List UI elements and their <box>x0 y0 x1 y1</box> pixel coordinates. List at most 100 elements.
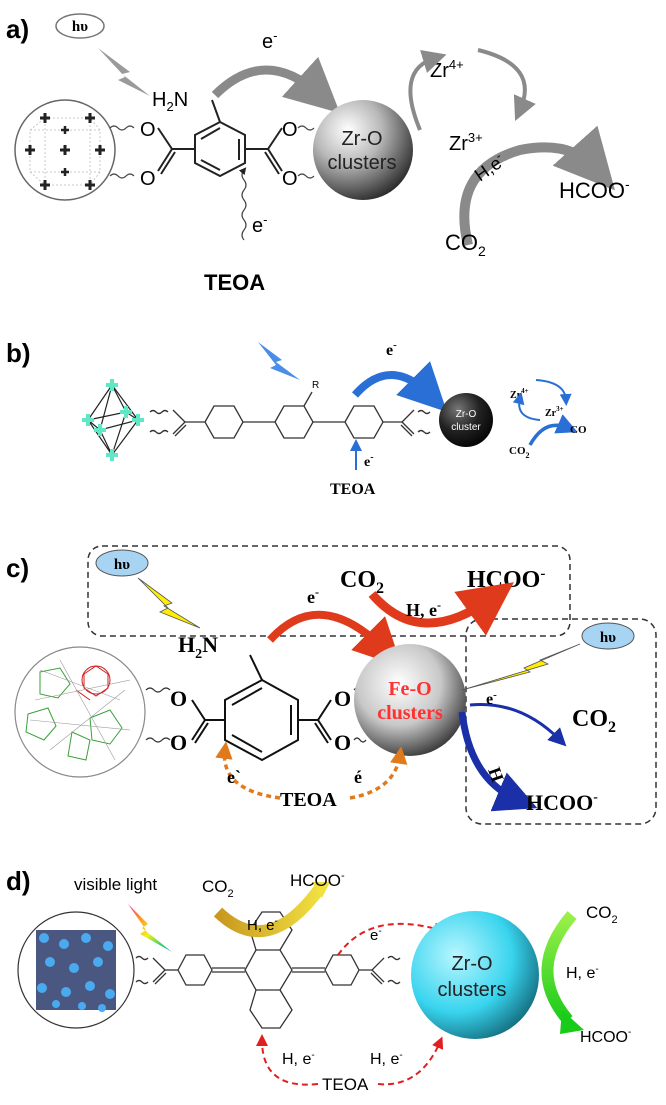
electron-transfer-arrow <box>351 361 447 412</box>
lightning-bolt-icon <box>461 643 581 691</box>
electron-transfer-arrow <box>211 56 340 114</box>
h-e-label: H, e- <box>247 916 278 934</box>
co2-right-label: CO2 <box>586 903 618 926</box>
electron-transfer-arrow <box>469 702 567 747</box>
cluster-label-1: Zr-O <box>341 128 382 150</box>
amine-label: H2N <box>178 632 218 662</box>
lightning-bolt-icon <box>128 904 172 952</box>
zr3-label: Zr3+ <box>545 405 564 419</box>
electron-label: e- <box>364 452 374 470</box>
carboxyl-o: O <box>282 119 298 141</box>
zr-o-cluster-sphere <box>313 100 413 200</box>
cluster-label-1: Zr-O <box>451 953 492 975</box>
aminoterephthalate-molecule <box>191 654 332 762</box>
electron-label: e- <box>252 212 267 237</box>
mof-framework-icon <box>14 646 146 778</box>
carboxyl-o: O <box>140 119 156 141</box>
light-label: visible light <box>74 875 157 894</box>
panel-d-label: d) <box>6 866 31 896</box>
product-right-label: HCOO- <box>526 790 598 815</box>
panel-b-label: b) <box>6 338 31 368</box>
co2-reduction-arrow <box>213 884 325 938</box>
h-e-label: H, e- <box>406 598 441 620</box>
cluster-label-1: Zr-O <box>456 409 477 420</box>
teoa-electron-wave <box>238 167 247 241</box>
co2-reduction-arrow <box>459 125 615 247</box>
electron-transfer-arrow <box>337 922 446 956</box>
carboxyl-o: O <box>334 730 351 755</box>
co2-reduction-arrow <box>541 911 577 1024</box>
octahedral-cluster-icon <box>82 379 144 461</box>
panel-a: a) hυ <box>6 13 630 295</box>
carboxyl-o: O <box>170 730 187 755</box>
donor-label: TEOA <box>204 270 265 295</box>
lightning-bolt-icon <box>98 48 150 96</box>
product-label: HCOO- <box>559 176 630 203</box>
cluster-label-2: cluster <box>451 422 481 433</box>
co2-right-label: CO2 <box>572 706 616 736</box>
h-e-left-label: H, e- <box>282 1050 315 1068</box>
cluster-label-2: clusters <box>328 152 397 174</box>
light-bubble <box>581 622 635 650</box>
amine-label: H2N <box>152 89 188 114</box>
mof-framework-icon <box>14 99 116 201</box>
zr3-label: Zr3+ <box>449 130 483 155</box>
lightning-bolt-icon <box>137 577 201 629</box>
zr-o-cluster-sphere <box>411 911 539 1039</box>
cluster-label-2: clusters <box>438 979 507 1001</box>
donor-label: TEOA <box>322 1075 369 1094</box>
co2-label: CO2 <box>445 230 486 259</box>
carboxyl-o: O <box>282 168 298 190</box>
aminoterephthalate-molecule <box>157 99 283 178</box>
electron-label: e- <box>307 585 319 607</box>
donor-label: TEOA <box>330 481 376 498</box>
co2-top-label: CO2 <box>340 567 384 597</box>
panel-c: c) hυ O <box>6 545 657 825</box>
co2-label: CO2 <box>509 445 530 460</box>
lightning-bolt-icon <box>258 342 300 380</box>
co2-reduction-arrow <box>528 414 578 446</box>
carboxyl-o: O <box>140 168 156 190</box>
zr-cycle-arrow <box>477 48 536 121</box>
light-label: hυ <box>114 557 130 573</box>
panel-a-label: a) <box>6 14 29 44</box>
carboxyl-o: O <box>334 686 351 711</box>
carboxyl-o: O <box>170 686 187 711</box>
teoa-electron-arrow <box>349 746 408 800</box>
light-label: hυ <box>600 630 616 646</box>
fe-o-cluster-sphere <box>354 644 466 756</box>
electron-label: e- <box>262 28 277 53</box>
h-side-label: H <box>484 765 508 785</box>
zr4-label: Zr4+ <box>430 57 464 82</box>
product-top-label: HCOO- <box>467 566 545 593</box>
zr-cycle-arrow <box>535 379 572 406</box>
electron-right-label: é <box>354 767 362 787</box>
electron-left-label: e` <box>227 767 241 787</box>
electron-label: e- <box>370 926 382 944</box>
product-top-label: HCOO- <box>290 870 345 890</box>
h-e-right-label: H, e- <box>566 964 599 982</box>
product-label: CO <box>570 424 587 436</box>
h-e-mid-label: H, e- <box>370 1050 403 1068</box>
co2-reduction-arrow <box>368 582 514 636</box>
cluster-label-2: clusters <box>377 702 443 724</box>
mof-framework-icon <box>17 911 135 1029</box>
panel-b: b) <box>6 338 587 498</box>
panel-c-label: c) <box>6 553 29 583</box>
electron-transfer-arrow <box>267 610 402 667</box>
light-bubble <box>55 13 105 39</box>
co2-reduction-arrow <box>458 711 538 812</box>
electron-label: e- <box>386 339 397 359</box>
light-bubble <box>95 549 149 577</box>
co2-top-label: CO2 <box>202 877 234 900</box>
electron-label: e- <box>486 689 497 708</box>
product-right-label: HCOO- <box>580 1027 631 1046</box>
light-label: hυ <box>72 19 88 35</box>
donor-label: TEOA <box>280 789 337 811</box>
cluster-label-1: Fe-O <box>388 678 431 700</box>
teoa-electron-arrow <box>377 1036 444 1086</box>
terphenyl-linker <box>149 391 431 439</box>
zr-o-cluster-sphere <box>439 393 493 447</box>
teoa-electron-arrow <box>256 1034 319 1086</box>
